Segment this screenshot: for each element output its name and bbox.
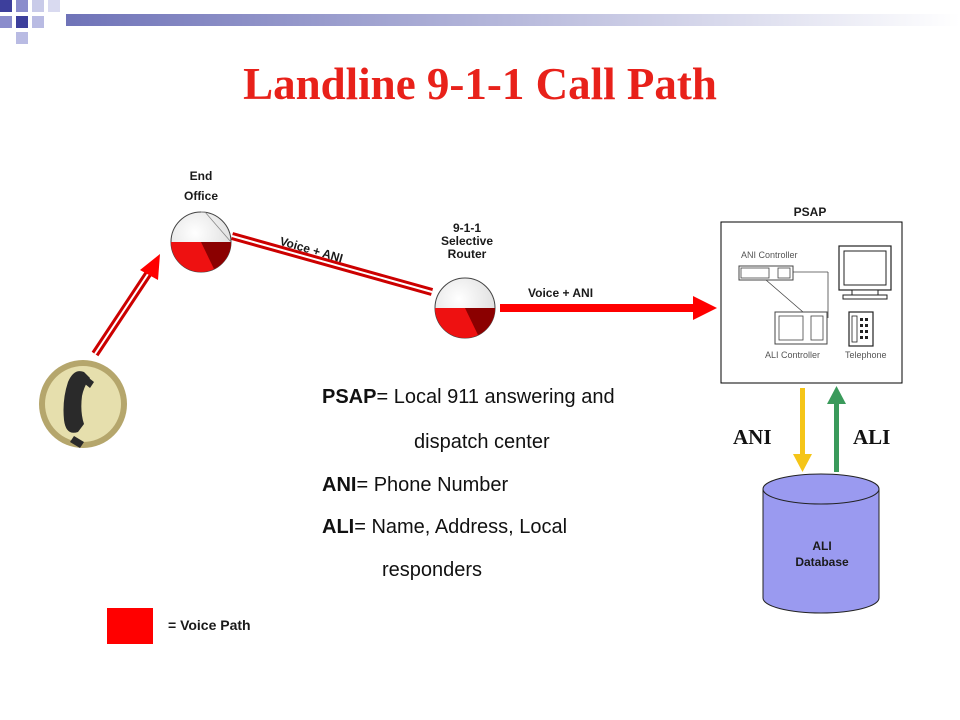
switch-sphere-icon [434,277,496,339]
database-line2: Database [795,555,849,569]
definition-text: = Local 911 answering and [376,386,615,408]
ani-arrow [793,388,812,472]
monitor-icon [838,245,892,300]
end-office-label: End Office [166,166,236,206]
database-cylinder-icon [762,473,880,614]
router-to-psap-arrow [500,296,717,320]
definition-text: = Phone Number [356,474,509,496]
ali-flow-label: ALI [853,425,891,449]
phone-handset-icon [39,360,127,448]
ali-controller-label: ALI Controller [765,350,821,360]
selective-router-label: 9-1-1 Selective Router [420,222,514,261]
switch-sphere-icon [170,211,232,273]
definition-ali: ALI= Name, Address, Local [322,515,567,539]
end-office-line2: Office [183,189,218,203]
definition-psap-cont: dispatch center [414,431,550,453]
ali-database-label: ALI Database [780,538,864,570]
definition-text: = Name, Address, Local [354,516,568,538]
definition-term: ANI [322,474,357,496]
definition-psap: PSAP= Local 911 answering and [322,385,615,409]
telephone-label: Telephone [845,350,887,360]
definition-ali-cont: responders [382,559,483,581]
ani-controller-label: ANI Controller [741,250,798,260]
ali-arrow [827,386,846,472]
office-to-router-line [230,232,434,296]
router-line3: Router [447,247,487,261]
header-decoration [0,0,960,44]
slide-title: Landline 9-1-1 Call Path [243,59,717,109]
router-line2: Selective [440,234,494,248]
voice-path-legend-label: = Voice Path [168,617,251,633]
ani-flow-label: ANI [733,425,772,449]
router-psap-link-label: Voice + ANI [528,286,594,300]
database-line1: ALI [812,539,832,553]
voice-path-legend-swatch [107,608,153,644]
definition-ani: ANI= Phone Number [322,473,508,497]
phone-to-office-arrow [91,254,160,357]
definition-term: ALI [322,516,355,538]
telephone-icon [848,311,874,347]
psap-label: PSAP [793,205,827,219]
definition-term: PSAP [322,386,377,408]
end-office-line1: End [189,169,213,183]
router-line1: 9-1-1 [452,221,481,235]
